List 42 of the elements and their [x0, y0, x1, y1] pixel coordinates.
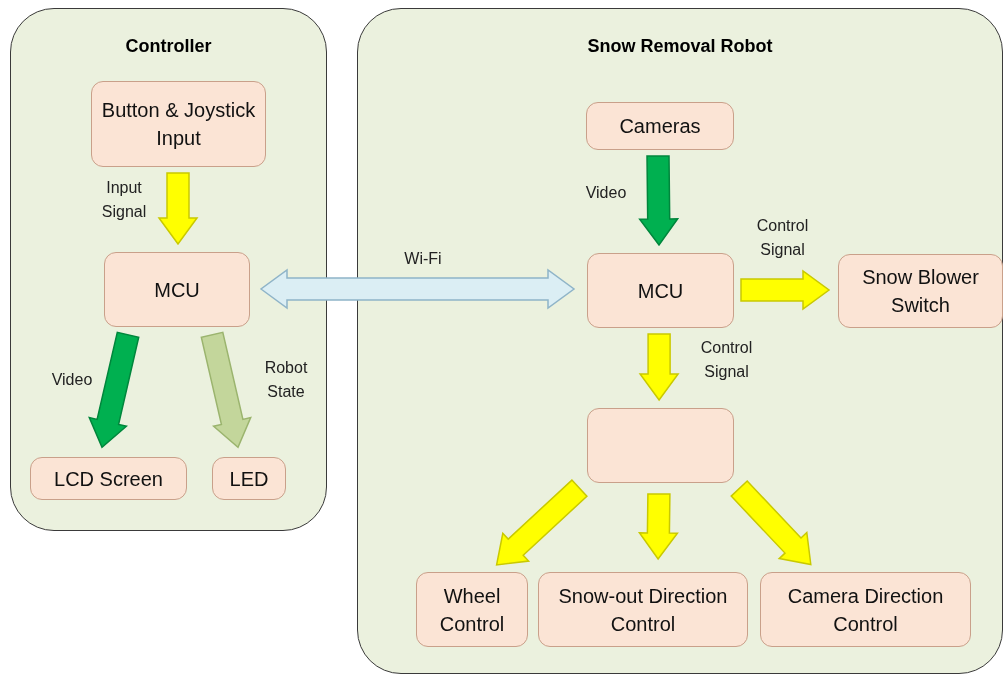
edge-label: Control Signal — [699, 338, 754, 382]
group-panel — [10, 8, 327, 531]
process-box — [587, 253, 734, 328]
process-box — [104, 252, 250, 327]
edge-label: Robot State — [263, 358, 309, 402]
process-box — [838, 254, 1003, 328]
process-box — [760, 572, 971, 647]
block-arrow — [638, 333, 680, 402]
group-title: Snow Removal Robot — [586, 35, 774, 58]
box-label: Wheel Control — [438, 583, 506, 637]
box-label: Snow-out Direction Control — [557, 583, 729, 637]
edge-label: Input Signal — [100, 178, 148, 222]
block-arrow — [88, 331, 140, 449]
box-label: MCU — [637, 278, 684, 304]
block-arrow — [730, 479, 812, 566]
box-label: LCD Screen — [54, 466, 163, 492]
block-arrow — [495, 479, 588, 566]
process-box — [91, 81, 266, 167]
block-arrow — [157, 172, 199, 246]
group-panel — [357, 8, 1003, 674]
block-arrow — [638, 155, 680, 247]
process-box — [416, 572, 528, 647]
box-label: Snow Blower Switch — [861, 265, 980, 318]
block-arrow — [200, 331, 252, 449]
process-box — [587, 408, 734, 483]
group-title: Controller — [124, 35, 213, 58]
process-box — [212, 457, 286, 500]
box-label: Button & Joystick Input — [100, 98, 257, 151]
process-box — [30, 457, 187, 500]
box-label: LED — [229, 466, 269, 492]
block-arrow — [259, 268, 576, 310]
process-box — [538, 572, 748, 647]
box-label: Cameras — [619, 114, 701, 139]
box-label: MCU — [154, 277, 200, 303]
box-label: Camera Direction Control — [786, 583, 945, 637]
block-arrow — [740, 269, 831, 311]
edge-label: Video — [50, 370, 94, 390]
block-arrow — [637, 493, 679, 561]
process-box — [586, 102, 734, 150]
edge-label: Wi-Fi — [403, 249, 443, 269]
edge-label: Control Signal — [755, 216, 810, 260]
edge-label: Video — [584, 183, 628, 203]
